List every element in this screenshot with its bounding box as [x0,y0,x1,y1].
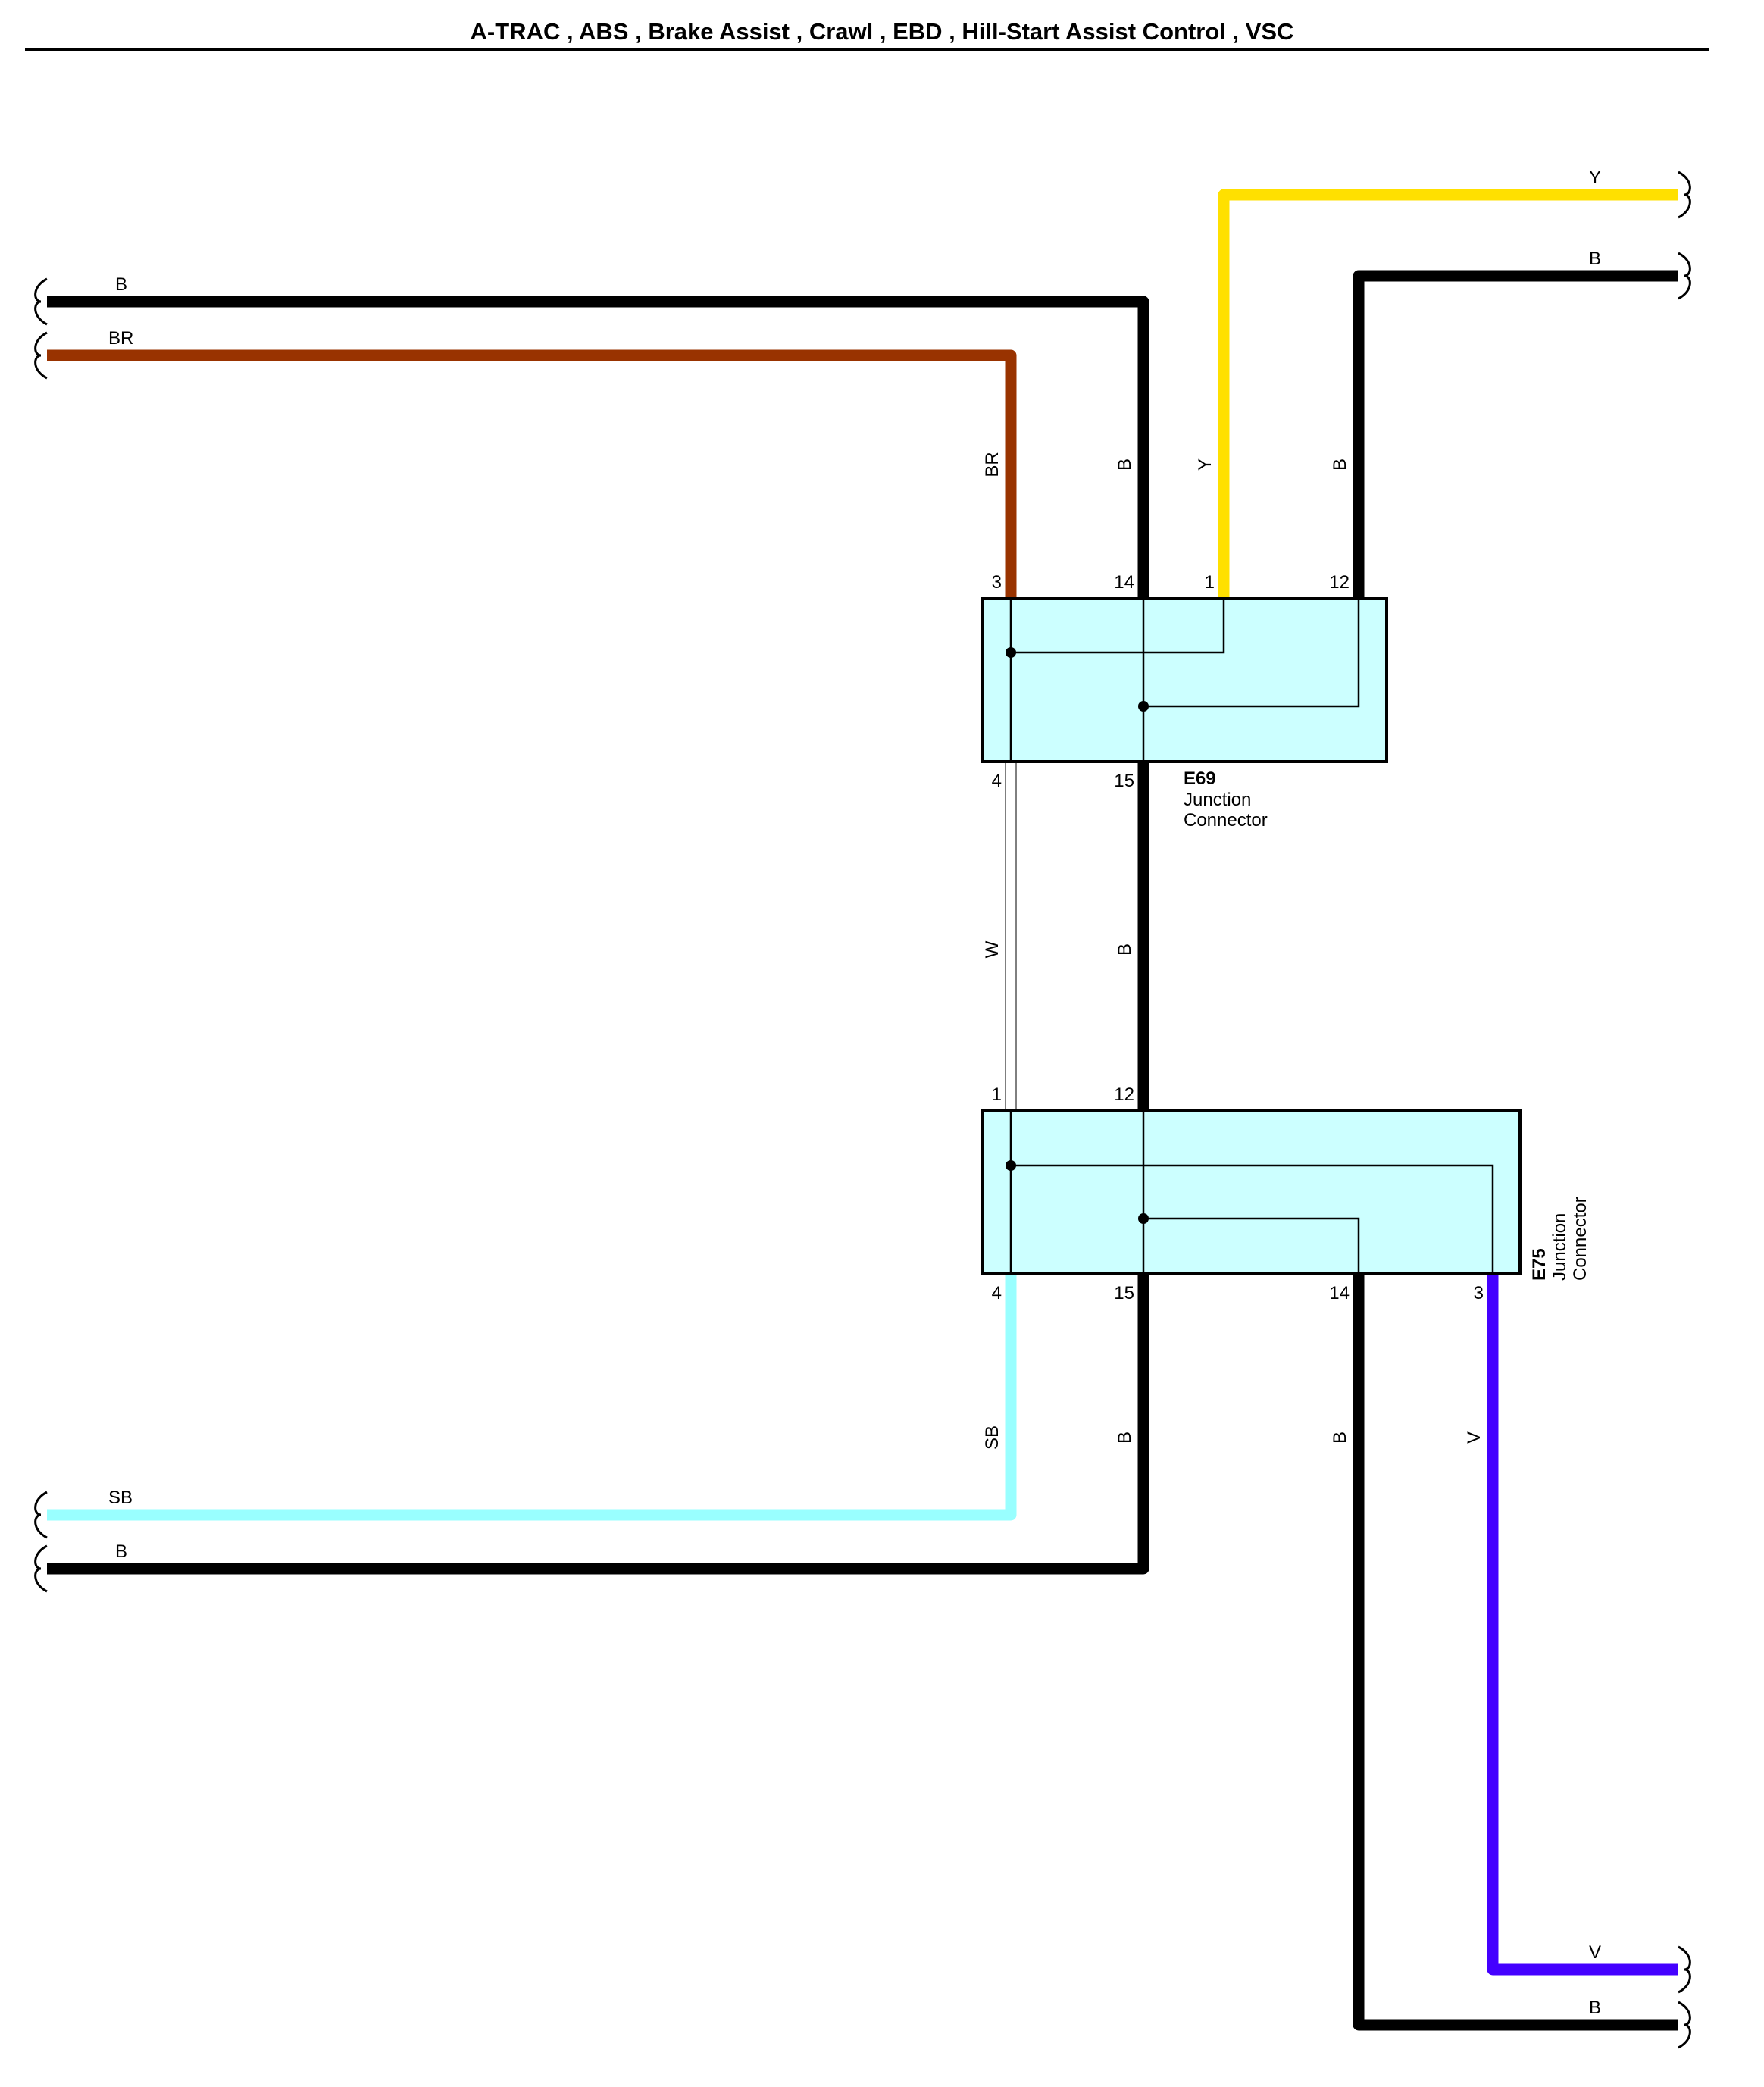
wire-label: B [1589,249,1601,269]
pin-label: 3 [1474,1283,1484,1303]
wire-label: Y [1195,458,1215,471]
connector-e69-desc: Connector [1184,810,1268,831]
pin-label: 4 [992,771,1002,791]
pin-label: 12 [1329,572,1350,593]
pin-label: 15 [1114,771,1134,791]
pin-label: 1 [992,1084,1002,1105]
wire-b-left-bottom [47,1273,1149,1575]
connector-e75-desc: Connector [1570,1197,1590,1281]
pin-label: 14 [1329,1283,1350,1303]
harness-break-icon [1678,252,1691,300]
harness-break-icon [34,1544,48,1593]
pin-label: 1 [1205,572,1215,593]
wire-label: B [1115,458,1135,471]
pin-label: 12 [1114,1084,1134,1105]
wire-b-right-bottom [1353,1273,1678,2031]
splice-dot [1138,701,1149,712]
wire-label: B [115,1541,127,1562]
wire-b-right-top [1353,270,1678,599]
wire-label: BR [108,328,133,349]
harness-break-icon [34,331,48,380]
wire-label: V [1589,1942,1601,1963]
harness-break-icon [34,1491,48,1539]
harness-break-icon [1678,2001,1691,2049]
wire-label: V [1464,1431,1484,1444]
splice-dot [1138,1213,1149,1224]
wire-v-right-bottom [1487,1273,1678,1976]
wire-br-left-top [47,349,1017,599]
connector-e69-name: E69 [1184,768,1216,789]
wire-label: B [1589,1998,1601,2018]
wire-label: B [115,274,127,295]
connector-e75-body [981,1109,1522,1275]
wire-y-right-top [1218,189,1678,599]
pin-label: 3 [992,572,1002,593]
pin-label: 14 [1114,572,1134,593]
wire-w-mid [1005,761,1017,1111]
connector-e75-name: E75 [1529,1248,1550,1281]
harness-break-icon [1678,1945,1691,1994]
pin-label: 4 [992,1283,1002,1303]
connector-e69-body [981,597,1388,763]
wire-label: B [1330,1431,1350,1444]
connector-e69: 3 14 1 12 4 15 E69 Junction Connector [981,572,1388,831]
connector-e75-desc: Junction [1550,1213,1570,1281]
wire-label: W [982,940,1002,958]
wire-b-left-top [47,296,1149,599]
wire-label: B [1330,458,1350,471]
pin-label: 15 [1114,1283,1134,1303]
wire-label: Y [1589,167,1601,188]
harness-break-icon [1678,171,1691,219]
wire-label: B [1115,943,1135,956]
harness-break-icon [34,277,48,326]
splice-dot [1006,647,1016,658]
wire-label: SB [982,1425,1002,1450]
wire-sb-left-bottom [47,1273,1017,1521]
splice-dot [1006,1160,1016,1171]
wire-label: B [1115,1431,1135,1444]
diagram-title: A-TRAC , ABS , Brake Assist , Crawl , EB… [471,18,1294,45]
connector-e69-desc: Junction [1184,790,1251,810]
wire-label: SB [108,1488,133,1508]
wire-label: BR [982,452,1002,477]
connector-e75: 1 12 4 15 14 3 E75 Junction Connector [981,1084,1590,1303]
